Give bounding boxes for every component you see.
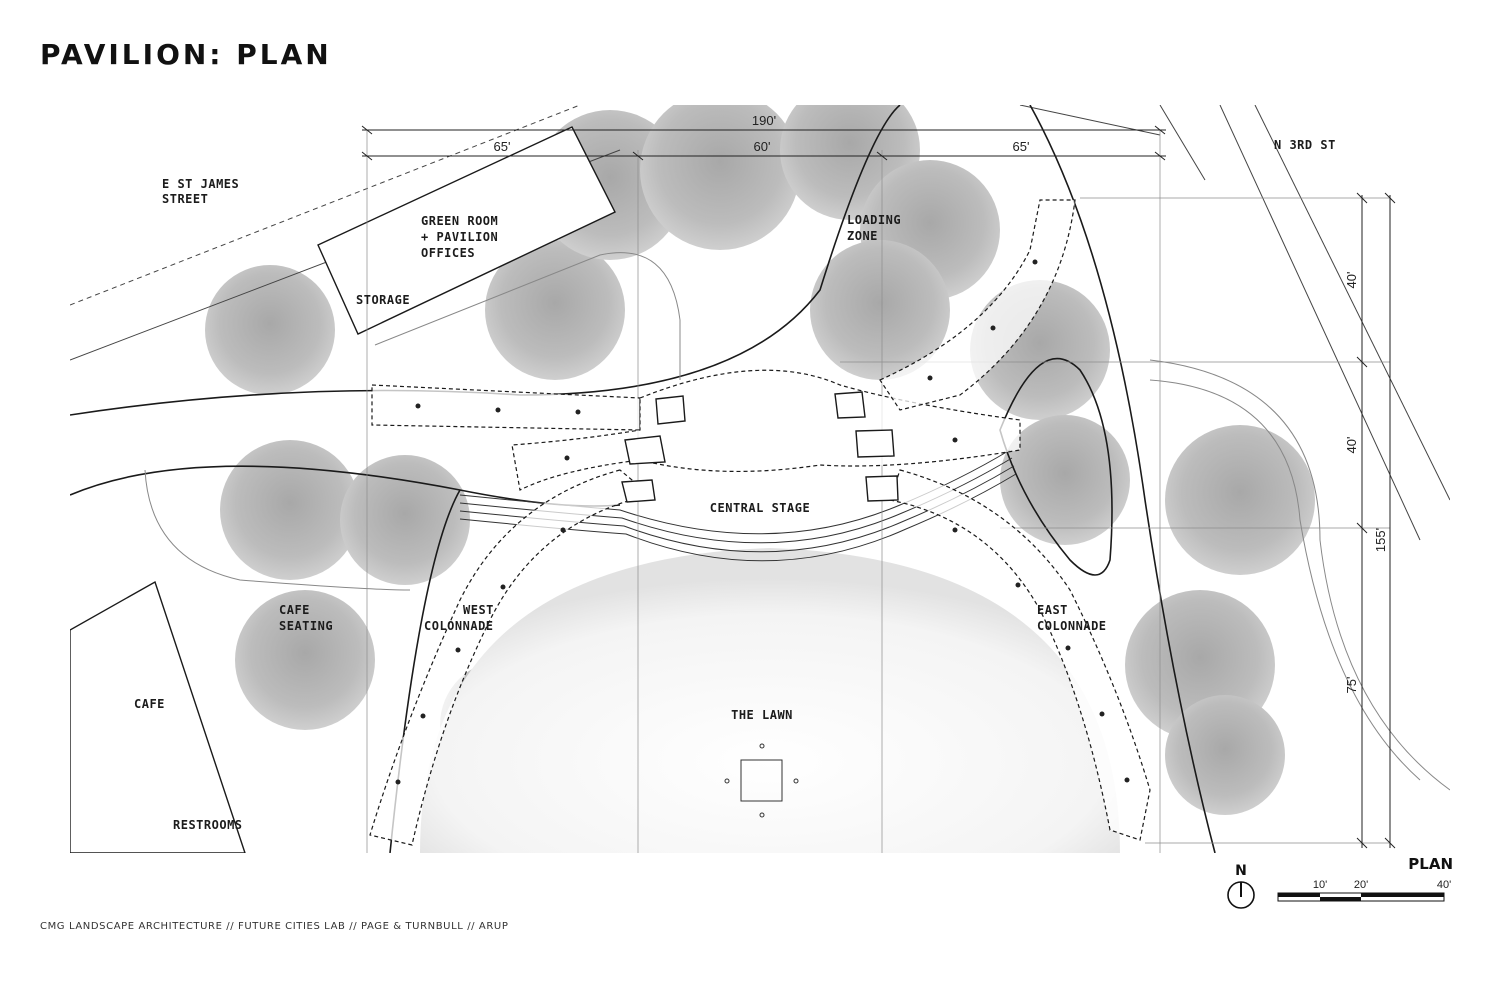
label-loading-2: ZONE <box>847 229 878 243</box>
dimension-v1: 40' <box>1344 272 1359 289</box>
canopy-east-arm <box>879 199 1076 411</box>
dimension-v3: 75' <box>1344 677 1359 694</box>
dimension-left: 65' <box>494 139 511 154</box>
label-storage: STORAGE <box>356 293 410 307</box>
label-west-colonnade-1: WEST <box>463 603 494 617</box>
lawn <box>420 548 1120 853</box>
tree <box>205 265 335 395</box>
tree <box>1165 695 1285 815</box>
label-loading-1: LOADING <box>847 213 901 227</box>
label-east-colonnade-1: EAST <box>1037 603 1068 617</box>
buildings <box>70 126 616 853</box>
scale-label-20: 20' <box>1354 879 1368 891</box>
tree <box>485 240 625 380</box>
east-colonnade-arc <box>889 469 1151 841</box>
dimension-v2: 40' <box>1344 437 1359 454</box>
label-street-2: STREET <box>162 192 208 206</box>
label-west-colonnade-2: COLONNADE <box>424 619 494 633</box>
label-green-room-3: OFFICES <box>421 246 475 260</box>
label-cafe: CAFE <box>134 697 165 711</box>
scale-bar <box>1277 892 1445 902</box>
plan-label: PLAN <box>1408 855 1453 873</box>
dimension-lines <box>361 125 1396 849</box>
credits: CMG LANDSCAPE ARCHITECTURE // FUTURE CIT… <box>40 921 509 932</box>
west-colonnade-arc <box>369 469 652 846</box>
tree <box>1165 425 1315 575</box>
column-footings <box>621 391 899 503</box>
label-restrooms: RESTROOMS <box>173 818 243 832</box>
tree <box>810 240 950 380</box>
north-label: N <box>1235 863 1247 879</box>
lawn-marker <box>724 743 799 818</box>
dimension-right: 65' <box>1013 139 1030 154</box>
label-cafe-seating-2: SEATING <box>279 619 333 633</box>
canopy-upper-west <box>371 384 641 431</box>
label-green-room-1: GREEN ROOM <box>421 214 498 228</box>
label-street-1: E ST JAMES <box>162 177 239 191</box>
trees <box>205 105 1315 815</box>
dimension-total: 190' <box>752 113 776 128</box>
scale-label-10: 10' <box>1313 879 1327 891</box>
grid-lines <box>366 130 1390 853</box>
label-central-stage: CENTRAL STAGE <box>710 501 810 515</box>
cafe-building <box>70 580 246 853</box>
label-lawn: THE LAWN <box>731 708 793 722</box>
label-n3rd: N 3RD ST <box>1274 138 1336 152</box>
dimension-center: 60' <box>754 139 771 154</box>
north-arrow-icon <box>1227 881 1255 909</box>
page-title: PAVILION: PLAN <box>40 38 332 71</box>
label-east-colonnade-2: COLONNADE <box>1037 619 1107 633</box>
green-room-building <box>317 126 616 335</box>
scale-label-40: 40' <box>1437 879 1451 891</box>
label-cafe-seating-1: CAFE <box>279 603 310 617</box>
dimension-v-total: 155' <box>1373 528 1388 552</box>
label-green-room-2: + PAVILION <box>421 230 498 244</box>
tree <box>640 105 800 250</box>
tree <box>235 590 375 730</box>
tree <box>220 440 360 580</box>
tree <box>1000 415 1130 545</box>
